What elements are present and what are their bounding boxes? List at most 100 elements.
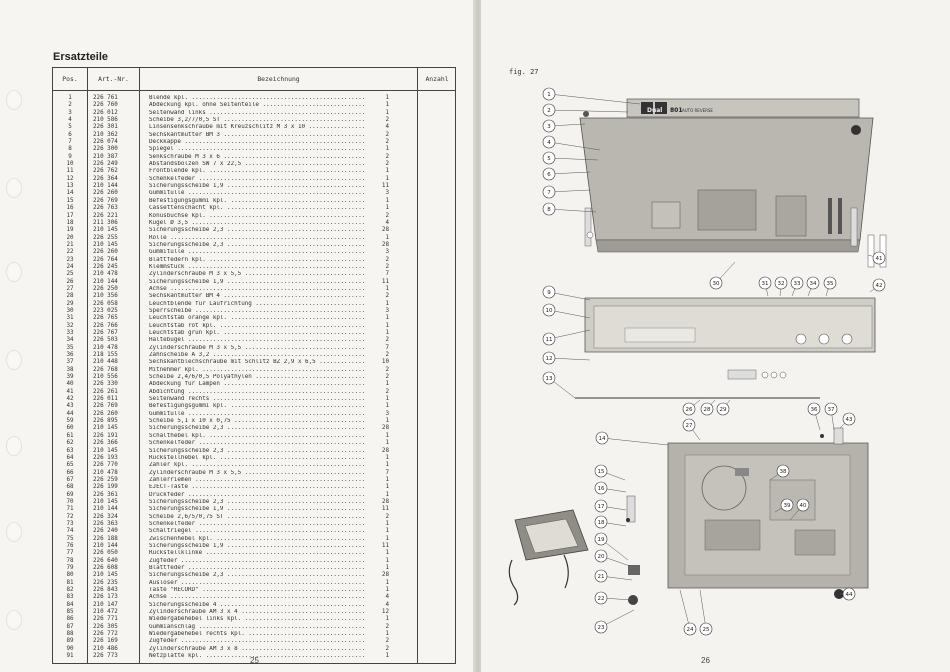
row-art-nr: 226 240 xyxy=(93,528,118,535)
row-art-nr: 210 145 xyxy=(93,227,118,234)
callout-label: 44 xyxy=(846,592,853,598)
row-art-nr: 226 199 xyxy=(93,484,118,491)
row-pos: 14 xyxy=(66,190,74,197)
row-bezeichnung: Linsensenkschraube mit Kreuzschlitz M 3 … xyxy=(149,124,365,131)
row-anzahl: 1 xyxy=(385,168,389,175)
row-pos: 65 xyxy=(66,462,74,469)
callout-label: 29 xyxy=(720,407,727,413)
row-pos: 32 xyxy=(66,322,74,329)
row-anzahl: 3 xyxy=(385,410,389,417)
model-label: 801 xyxy=(670,107,683,114)
row-bezeichnung: Schaltriegel ...........................… xyxy=(149,528,365,535)
row-pos: 24 xyxy=(66,263,74,270)
row-bezeichnung: Sicherungsscheibe 1,9 ..................… xyxy=(149,183,365,190)
row-art-nr: 210 387 xyxy=(93,153,118,160)
row-pos: 20 xyxy=(66,234,74,241)
row-bezeichnung: Deckkappe ..............................… xyxy=(149,139,365,146)
callout-circle xyxy=(594,569,608,583)
row-bezeichnung: Konusbuchse kpl. .......................… xyxy=(149,212,365,219)
row-bezeichnung: Sechskantblechschraube mit Schlitz BZ 2,… xyxy=(149,359,365,366)
callout-circle xyxy=(594,499,608,513)
row-bezeichnung: Schenkelfeder ..........................… xyxy=(149,175,365,182)
row-anzahl: 1 xyxy=(385,381,389,388)
row-art-nr: 226 188 xyxy=(93,535,118,542)
callout-label: 15 xyxy=(598,469,605,475)
row-anzahl: 4 xyxy=(385,219,389,226)
row-bezeichnung: Mitnehmer kpl. .........................… xyxy=(149,366,365,373)
row-pos: 78 xyxy=(66,557,74,564)
row-bezeichnung: Zählerriemen ...........................… xyxy=(149,476,365,483)
row-bezeichnung: Leuchtstab orange kpl. .................… xyxy=(149,315,365,322)
callout-circle xyxy=(542,285,556,299)
row-art-nr: 210 586 xyxy=(93,117,118,124)
leader-line xyxy=(679,589,691,630)
row-art-nr: 226 300 xyxy=(93,146,118,153)
callout-label: 12 xyxy=(546,356,553,362)
row-pos: 73 xyxy=(66,520,74,527)
callout-circle xyxy=(594,481,608,495)
row-bezeichnung: Sechskantmutter BM 3 ...................… xyxy=(149,131,365,138)
callout-label: 9 xyxy=(547,290,551,296)
row-pos: 33 xyxy=(66,330,74,336)
callout-circle xyxy=(542,119,556,133)
row-anzahl: 1 xyxy=(385,491,389,498)
callout-circle xyxy=(774,276,788,290)
row-anzahl: 1 xyxy=(385,396,389,403)
page-title: Ersatzteile xyxy=(53,51,109,63)
figure-label: fig. 27 xyxy=(509,68,539,76)
row-pos: 66 xyxy=(66,469,74,476)
row-pos: 82 xyxy=(66,587,74,594)
row-bezeichnung: Abdeckung kpl. ohne Seitenteile ........… xyxy=(149,102,365,109)
row-art-nr: 226 193 xyxy=(93,454,118,461)
row-anzahl: 7 xyxy=(385,344,389,351)
row-bezeichnung: Wiedergabehebel links kpl. .............… xyxy=(149,616,365,623)
binding-gutter xyxy=(473,0,483,672)
row-art-nr: 226 765 xyxy=(93,315,118,322)
callout-label: 22 xyxy=(598,596,605,602)
callout-circle xyxy=(776,464,790,478)
callout-label: 42 xyxy=(876,283,883,289)
small-parts xyxy=(586,231,887,605)
row-pos: 87 xyxy=(66,623,74,630)
leader-line xyxy=(601,437,669,446)
row-bezeichnung: Gummitülle .............................… xyxy=(149,249,365,256)
callout-label: 11 xyxy=(546,337,553,343)
row-pos: 6 xyxy=(68,131,72,138)
row-bezeichnung: Klemmstück .............................… xyxy=(149,263,365,270)
row-anzahl: 3 xyxy=(385,249,389,256)
row-bezeichnung: Zahnscheibe A 3,2 ......................… xyxy=(149,352,365,359)
callout-label: 24 xyxy=(687,627,694,633)
row-pos: 11 xyxy=(66,168,74,175)
row-pos: 63 xyxy=(66,447,74,454)
row-bezeichnung: Kugel Ø 3,5 ............................… xyxy=(149,219,365,226)
row-anzahl: 28 xyxy=(381,498,389,505)
row-anzahl: 1 xyxy=(385,234,389,241)
row-bezeichnung: Sicherungsscheibe 1,9 ..................… xyxy=(149,542,365,549)
callout-circle xyxy=(796,498,810,512)
row-anzahl: 4 xyxy=(385,594,389,601)
row-anzahl: 1 xyxy=(385,616,389,623)
row-bezeichnung: EJECT-Taste ............................… xyxy=(149,484,365,491)
row-anzahl: 1 xyxy=(385,95,389,101)
row-bezeichnung: Seitenwand links .......................… xyxy=(149,109,365,116)
row-anzahl: 1 xyxy=(385,330,389,336)
row-bezeichnung: Schenkelfeder ..........................… xyxy=(149,520,365,527)
row-anzahl: 2 xyxy=(385,139,389,146)
row-pos: 62 xyxy=(66,440,74,447)
callout-label: 10 xyxy=(546,308,553,314)
row-art-nr: 210 145 xyxy=(93,572,118,579)
header-art-nr: Art.-Nr. xyxy=(98,75,129,83)
